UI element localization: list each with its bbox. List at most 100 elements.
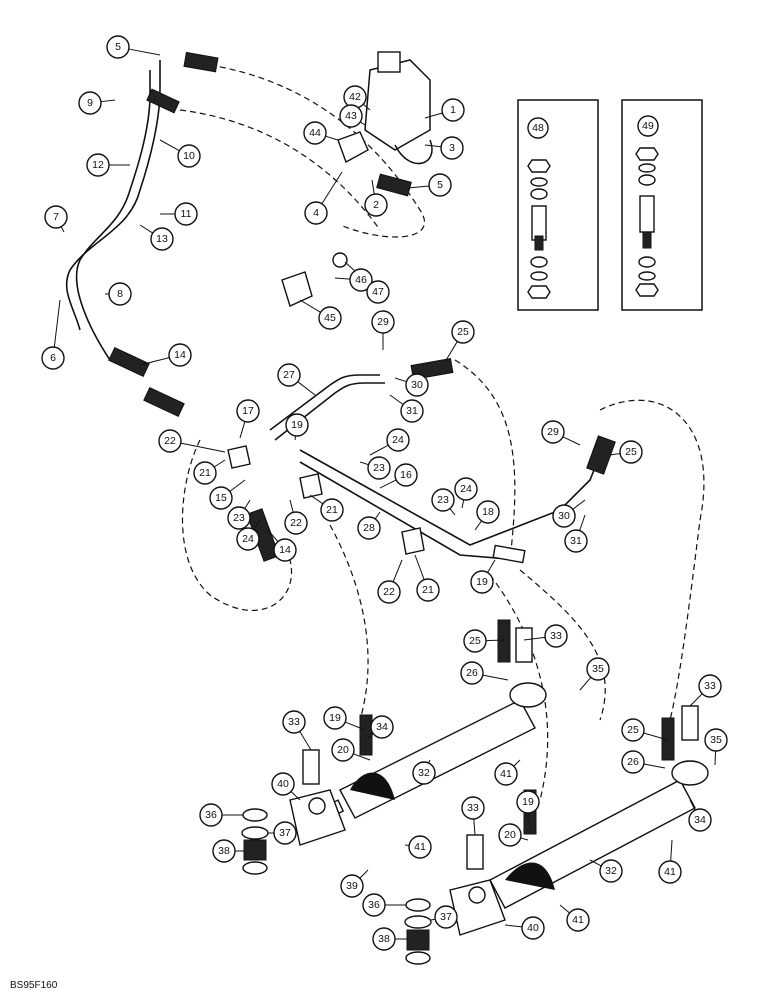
callout-circle <box>108 282 132 306</box>
callout-circle <box>372 927 396 951</box>
leader-line-42 <box>362 103 371 111</box>
callout-number: 19 <box>476 576 488 588</box>
callout-number: 5 <box>115 41 121 53</box>
callout-19: 19 <box>323 706 347 730</box>
callout-circle <box>44 205 68 229</box>
callout-23: 23 <box>227 506 251 530</box>
callout-11: 11 <box>174 202 198 226</box>
callout-4: 4 <box>304 201 328 225</box>
callout-number: 25 <box>469 635 481 647</box>
callout-number: 43 <box>345 110 357 122</box>
callout-number: 36 <box>368 899 380 911</box>
bushing-38-b <box>406 929 430 951</box>
callout-circle <box>698 674 722 698</box>
callout-number: 35 <box>710 734 722 746</box>
leader-line-35 <box>579 677 592 691</box>
callout-circle <box>349 268 373 292</box>
callout-number: 24 <box>242 533 254 545</box>
callout-number: 5 <box>437 179 443 191</box>
callout-circle <box>428 173 452 197</box>
callout-circle <box>227 506 251 530</box>
callout-circle <box>621 718 645 742</box>
fitting-44 <box>337 131 369 164</box>
callout-circle <box>440 136 464 160</box>
leader-line-40 <box>504 924 523 928</box>
leader-line-27 <box>297 381 316 396</box>
callout-number: 19 <box>291 419 303 431</box>
callout-7: 7 <box>44 205 68 229</box>
callout-circle <box>552 504 576 528</box>
cylinder-upper <box>289 619 547 846</box>
callout-29: 29 <box>541 420 565 444</box>
callout-33: 33 <box>461 796 485 820</box>
callout-number: 22 <box>164 435 176 447</box>
callout-number: 32 <box>418 767 430 779</box>
callout-2: 2 <box>364 193 388 217</box>
callout-33: 33 <box>544 624 568 648</box>
callout-number: 34 <box>694 814 706 826</box>
callout-21: 21 <box>416 578 440 602</box>
callout-number: 29 <box>547 426 559 438</box>
callout-17: 17 <box>236 399 260 423</box>
callout-31: 31 <box>564 529 588 553</box>
callout-number: 41 <box>500 768 512 780</box>
callout-41: 41 <box>566 908 590 932</box>
leader-line-25 <box>609 453 621 456</box>
hose-center <box>329 524 369 721</box>
pin-33-a <box>302 749 320 785</box>
cylinder-lower-eye <box>671 760 709 786</box>
callout-number: 34 <box>376 721 388 733</box>
callout-number: 1 <box>450 104 456 116</box>
ring-38-a <box>242 861 268 875</box>
leader-line-22 <box>289 499 294 513</box>
fitting-14-a <box>108 346 150 378</box>
callout-circle <box>236 399 260 423</box>
callout-circle <box>370 715 394 739</box>
leader-line-34 <box>689 799 696 811</box>
callout-number: 25 <box>627 724 639 736</box>
callout-number: 37 <box>279 827 291 839</box>
callout-33: 33 <box>698 674 722 698</box>
fitting-5-c <box>146 88 180 114</box>
callout-circle <box>273 538 297 562</box>
leader-line-3 <box>424 144 442 148</box>
callout-circle <box>400 399 424 423</box>
callout-24: 24 <box>454 477 478 501</box>
callout-29: 29 <box>371 310 395 334</box>
callout-12: 12 <box>86 153 110 177</box>
leader-line-19 <box>345 721 366 731</box>
tube-10-a <box>65 60 161 331</box>
callout-number: 8 <box>117 288 123 300</box>
callout-circle <box>405 373 429 397</box>
leader-line-20 <box>520 837 529 841</box>
callout-number: 16 <box>400 469 412 481</box>
leader-line-41 <box>559 904 570 914</box>
callout-15: 15 <box>209 486 233 510</box>
leader-line-45 <box>299 299 321 313</box>
leader-line-26 <box>482 674 509 681</box>
callout-36: 36 <box>199 803 223 827</box>
callout-38: 38 <box>212 839 236 863</box>
callout-circle <box>357 516 381 540</box>
callout-circle <box>303 121 327 145</box>
callout-number: 28 <box>363 522 375 534</box>
fitting-25-top <box>410 358 454 380</box>
callout-number: 22 <box>383 586 395 598</box>
callout-circle <box>621 750 645 774</box>
callout-40: 40 <box>271 772 295 796</box>
callout-number: 25 <box>625 446 637 458</box>
callout-number: 11 <box>181 208 192 220</box>
callout-circle <box>566 908 590 932</box>
inset-49-stack <box>635 147 659 297</box>
leader-line-25 <box>444 341 458 363</box>
leader-line-23 <box>449 508 456 516</box>
callout-number: 21 <box>422 584 434 596</box>
leader-line-21 <box>309 494 324 505</box>
hose-lower <box>489 574 549 801</box>
callout-26: 26 <box>621 750 645 774</box>
figure-code: BS95F160 <box>10 980 58 991</box>
fitting-25-right <box>586 435 616 475</box>
callout-number: 15 <box>215 492 227 504</box>
callout-5: 5 <box>428 173 452 197</box>
inset-48 <box>517 99 599 311</box>
